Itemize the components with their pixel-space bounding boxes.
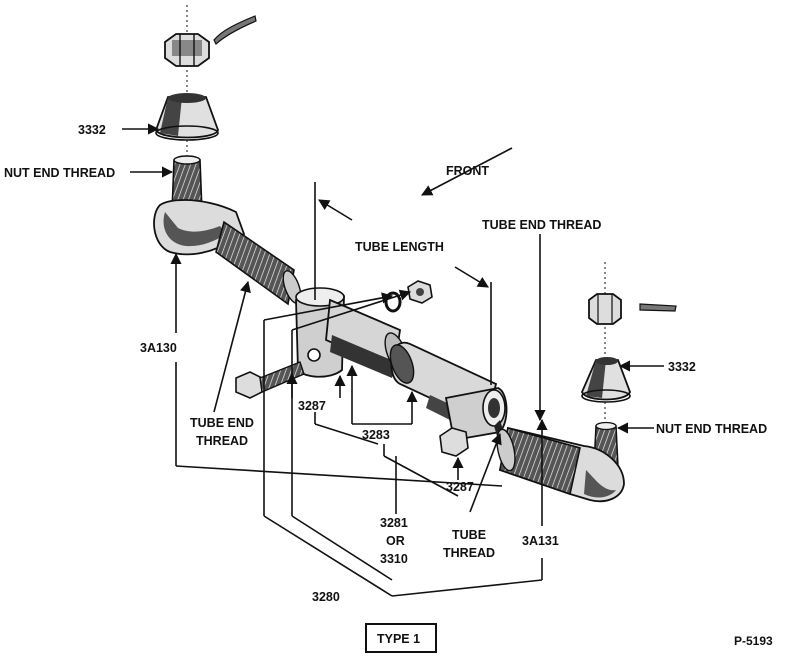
label-figure-id: P-5193 (734, 634, 773, 648)
label-nut-end-thread-left: NUT END THREAD (4, 166, 115, 180)
rod-end-left (153, 155, 302, 306)
clamp-right (439, 387, 508, 457)
label-3a131: 3A131 (522, 534, 559, 548)
label-3332-top: 3332 (78, 123, 106, 137)
label-3310: 3310 (380, 552, 408, 566)
label-tube-end-thread-top: TUBE END THREAD (482, 218, 601, 232)
label-front: FRONT (446, 164, 489, 178)
leader-lines (122, 123, 664, 597)
label-3280: 3280 (312, 590, 340, 604)
label-tube-length: TUBE LENGTH (355, 240, 444, 254)
dust-cap-right (581, 357, 631, 403)
label-3287-left: 3287 (298, 399, 326, 413)
castle-nut-top (164, 5, 210, 170)
front-arrow (421, 147, 513, 196)
type-box: TYPE 1 (365, 623, 437, 653)
dust-cap-top (155, 93, 219, 141)
rod-end-right (496, 421, 625, 503)
cotter-pin-right (639, 303, 677, 312)
label-tube-thread-1: TUBE (452, 528, 486, 542)
label-tube-end-thread-left-1: TUBE END (190, 416, 254, 430)
label-type: TYPE 1 (377, 632, 420, 646)
clamp-nut (407, 280, 433, 304)
label-tube-end-thread-left-2: THREAD (196, 434, 248, 448)
label-3332-right: 3332 (668, 360, 696, 374)
tube-length-dimension (314, 182, 492, 385)
label-3287-right: 3287 (446, 480, 474, 494)
clamp-bolt (235, 361, 305, 399)
label-or: OR (386, 534, 405, 548)
label-3a130: 3A130 (140, 341, 177, 355)
label-3281: 3281 (380, 516, 408, 530)
label-3283: 3283 (362, 428, 390, 442)
label-nut-end-thread-right: NUT END THREAD (656, 422, 767, 436)
label-tube-thread-2: THREAD (443, 546, 495, 560)
cotter-pin-top (213, 15, 257, 45)
